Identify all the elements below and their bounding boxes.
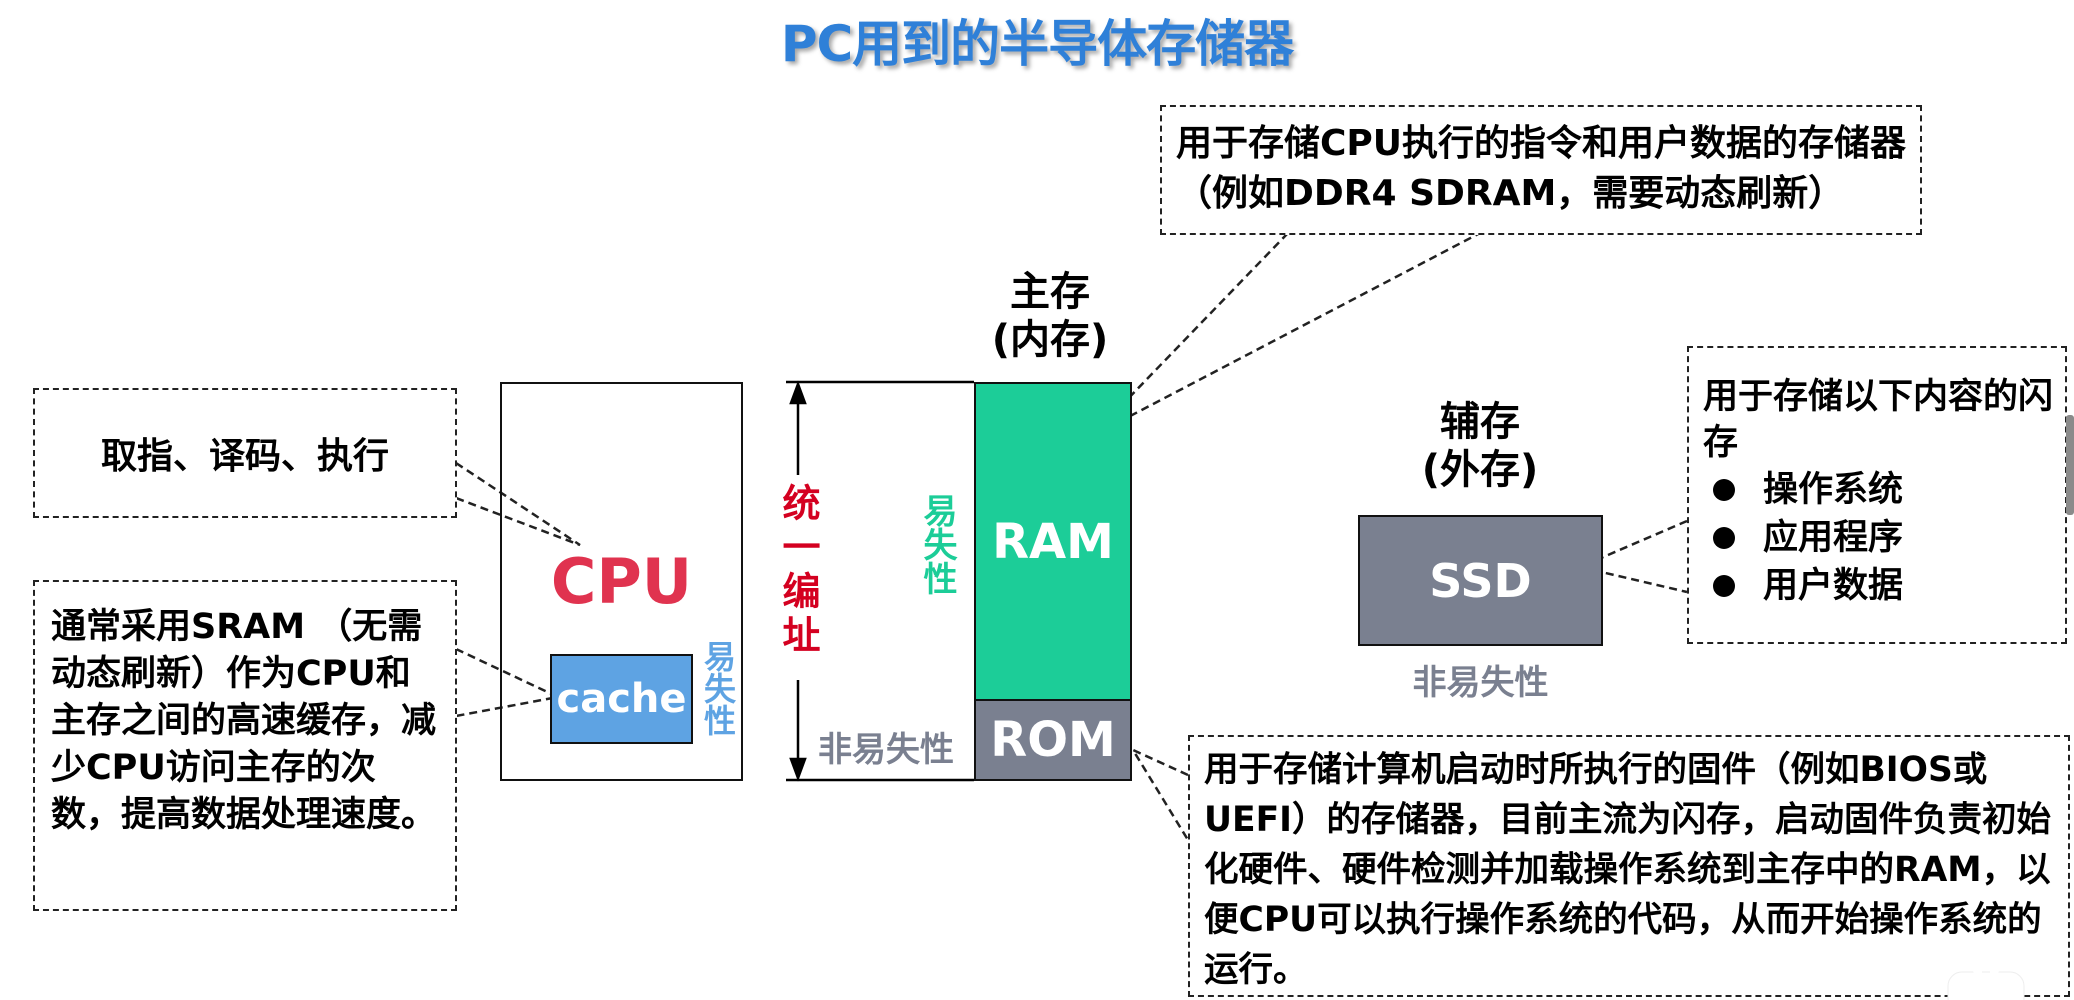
rom-block: ROM (974, 699, 1132, 781)
main-memory-heading-line1: 主存 (1010, 269, 1090, 315)
secondary-storage-heading-line1: 辅存 (1440, 399, 1520, 445)
unified-addressing-label: 统一编址 (776, 483, 820, 659)
watermark-logo-icon (1947, 950, 2025, 1000)
rom-label: ROM (990, 712, 1116, 768)
secondary-storage-heading-line2: (外存) (1421, 447, 1539, 493)
ram-desc-callout: 用于存储CPU执行的指令和用户数据的存储器（例如DDR4 SDRAM，需要动态刷… (1160, 105, 1922, 235)
bullet-icon (1713, 527, 1735, 549)
ssd-desc-callout: 用于存储以下内容的闪存 操作系统 应用程序 用户数据 (1687, 346, 2067, 644)
main-memory-heading: 主存 (内存) (950, 268, 1150, 364)
bullet-icon (1713, 575, 1735, 597)
cache-desc-text: 通常采用SRAM （无需动态刷新）作为CPU和主存之间的高速缓存，减少CPU访问… (51, 607, 437, 835)
rom-desc-callout: 用于存储计算机启动时所执行的固件（例如BIOS或UEFI）的存储器，目前主流为闪… (1188, 735, 2070, 997)
cache-volatility-label: 易失性 (699, 640, 737, 736)
cpu-function-callout: 取指、译码、执行 (33, 388, 457, 518)
cache-label: cache (556, 676, 687, 722)
cpu-function-text: 取指、译码、执行 (100, 436, 389, 477)
ssd-desc-heading: 用于存储以下内容的闪存 (1703, 377, 2054, 463)
connector-cpu-function (455, 461, 581, 547)
ssd-label: SSD (1429, 553, 1532, 608)
connector-ram-desc (1091, 231, 1481, 438)
scrollbar-thumb[interactable] (2066, 415, 2074, 515)
secondary-storage-heading: 辅存 (外存) (1380, 398, 1580, 494)
arrow-head-up (789, 380, 807, 405)
ram-desc-text: 用于存储CPU执行的指令和用户数据的存储器（例如DDR4 SDRAM，需要动态刷… (1176, 123, 1907, 214)
cache-desc-callout: 通常采用SRAM （无需动态刷新）作为CPU和主存之间的高速缓存，减少CPU访问… (33, 580, 457, 911)
ram-volatility-label: 易失性 (917, 493, 957, 595)
ssd-desc-item: 操作系统 (1703, 466, 2055, 514)
bullet-icon (1713, 479, 1735, 501)
ssd-volatility-label: 非易失性 (1412, 663, 1549, 703)
diagram-title: PC用到的半导体存储器 (780, 15, 1294, 73)
cpu-box (500, 382, 743, 781)
ssd-desc-item: 用户数据 (1703, 562, 2055, 610)
rom-volatility-label: 非易失性 (818, 730, 954, 770)
ssd-block: SSD (1358, 515, 1603, 646)
ram-label: RAM (992, 514, 1114, 570)
connector-ssd-desc (1576, 519, 1688, 594)
cache-box: cache (550, 654, 693, 744)
ssd-desc-list: 操作系统 应用程序 用户数据 (1703, 466, 2055, 610)
main-memory-heading-line2: (内存) (991, 317, 1109, 363)
arrow-head-down (789, 757, 807, 782)
ssd-desc-item: 应用程序 (1703, 514, 2055, 562)
rom-desc-text: 用于存储计算机启动时所执行的固件（例如BIOS或UEFI）的存储器，目前主流为闪… (1204, 750, 2051, 990)
cpu-label: CPU (550, 545, 693, 618)
ram-block: RAM (974, 382, 1132, 702)
connector-rom-desc (1129, 747, 1190, 841)
